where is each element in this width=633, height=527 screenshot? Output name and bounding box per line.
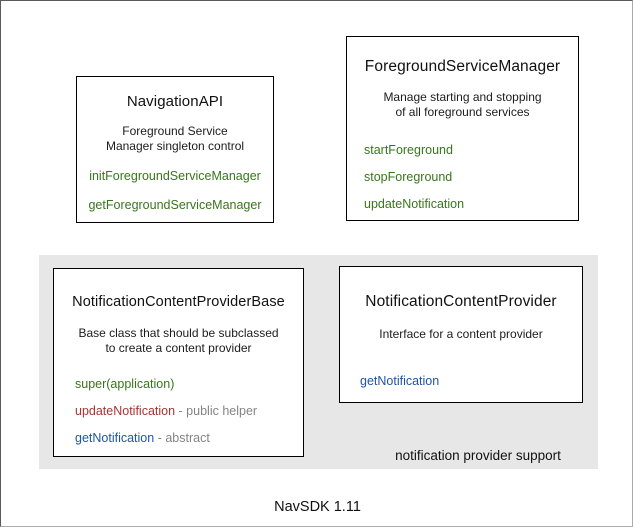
- method-label: startForeground: [364, 143, 453, 157]
- method-label: initForegroundServiceManager: [89, 169, 261, 183]
- class-title-notification-content-provider-base: NotificationContentProviderBase: [72, 294, 285, 310]
- class-title-foreground-service-manager: ForegroundServiceManager: [364, 58, 561, 75]
- method-row: startForeground: [364, 144, 578, 157]
- method-list: getNotification: [340, 375, 582, 388]
- class-box-navigation-api: NavigationAPI Foreground Service Manager…: [76, 76, 274, 223]
- method-label: getNotification: [360, 374, 440, 388]
- method-list: super(application) updateNotification - …: [54, 378, 303, 445]
- notification-support-caption: notification provider support: [395, 448, 561, 463]
- sdk-version-label: NavSDK 1.11: [274, 499, 361, 515]
- description-line: to create a content provider: [105, 341, 252, 355]
- class-box-notification-content-provider-base: NotificationContentProviderBase Base cla…: [53, 268, 304, 457]
- class-description: Interface for a content provider: [340, 327, 582, 342]
- method-row: getNotification: [360, 375, 582, 388]
- method-row: getNotification - abstract: [75, 432, 303, 445]
- method-list: initForegroundServiceManager getForegrou…: [77, 170, 273, 211]
- class-title-navigation-api: NavigationAPI: [126, 93, 224, 110]
- description-line: of all foreground services: [395, 105, 530, 119]
- method-row: super(application): [75, 378, 303, 391]
- class-title-notification-content-provider: NotificationContentProvider: [365, 293, 557, 310]
- method-label: getForegroundServiceManager: [88, 197, 262, 212]
- description-line: Interface for a content provider: [379, 327, 543, 341]
- method-note: - abstract: [154, 431, 210, 445]
- method-label: super(application): [75, 377, 175, 391]
- class-description: Foreground Service Manager singleton con…: [77, 124, 273, 154]
- method-label: updateNotification: [75, 404, 176, 418]
- description-line: Base class that should be subclassed: [78, 326, 279, 340]
- method-note: - public helper: [175, 404, 258, 418]
- method-row: initForegroundServiceManager: [77, 170, 273, 183]
- class-box-foreground-service-manager: ForegroundServiceManager Manage starting…: [346, 36, 579, 221]
- method-label: stopForeground: [364, 170, 453, 184]
- method-row: getForegroundServiceManager: [77, 197, 273, 212]
- description-line: Manage starting and stopping: [383, 90, 542, 104]
- description-line: Manager singleton control: [105, 139, 245, 153]
- method-label: getNotification: [75, 431, 155, 445]
- class-description: Manage starting and stopping of all fore…: [347, 90, 578, 120]
- class-description: Base class that should be subclassed to …: [54, 326, 303, 356]
- method-label: updateNotification: [364, 197, 465, 211]
- description-line: Foreground Service: [122, 124, 228, 138]
- method-list: startForeground stopForeground updateNot…: [347, 144, 578, 211]
- method-row: stopForeground: [364, 171, 578, 184]
- class-box-notification-content-provider: NotificationContentProvider Interface fo…: [339, 266, 583, 403]
- method-row: updateNotification - public helper: [75, 405, 303, 418]
- method-row: updateNotification: [364, 198, 578, 211]
